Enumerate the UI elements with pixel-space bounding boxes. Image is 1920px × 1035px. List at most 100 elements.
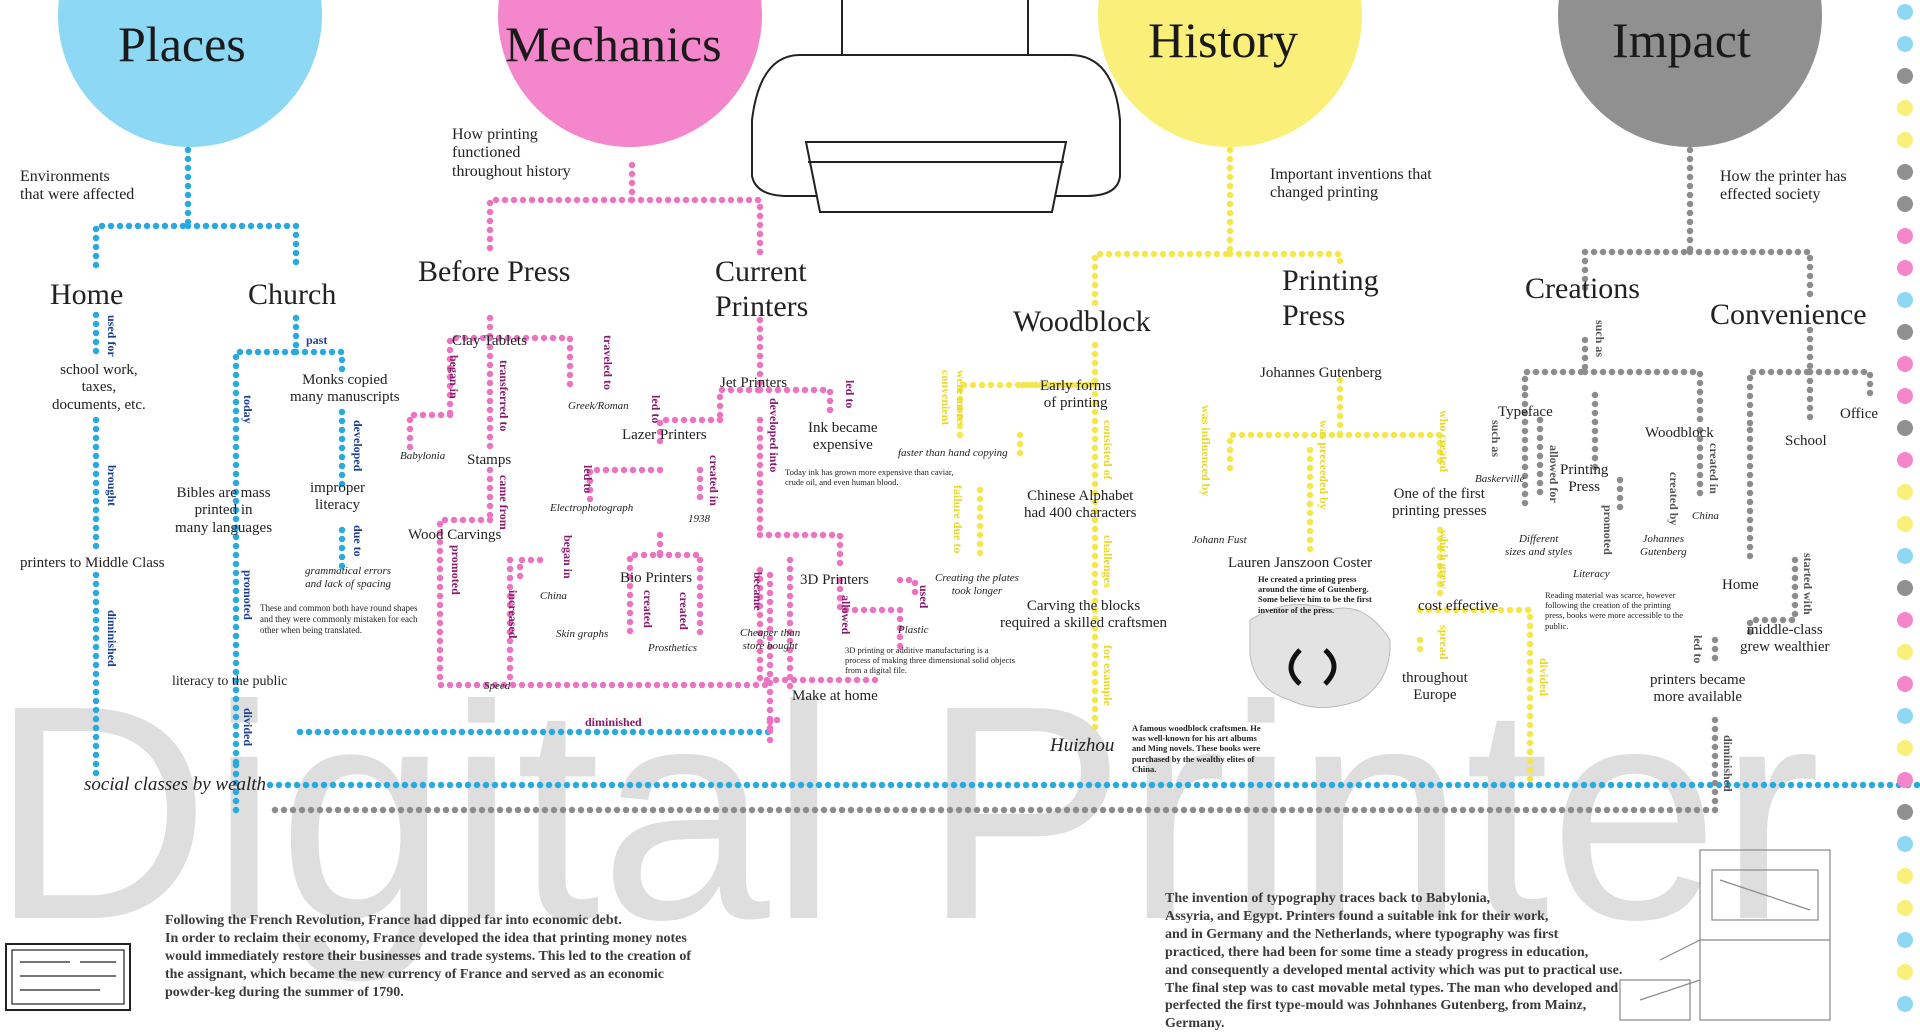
places-circle [58,0,322,147]
china-text-mech: China [540,590,567,602]
office-text: Office [1840,406,1879,422]
johannes-gutenberg-impact-text: Johannes Gutenberg [1640,533,1687,558]
clay-tablets-text: Clay Tablets [452,333,527,349]
traveled-to-label: traveled to [601,335,615,390]
3d-printers-text: 3D Printers [800,572,869,588]
year-1938-text: 1938 [688,513,710,525]
challenges-label: challenges [1101,535,1115,588]
money-note-illustration [5,943,131,1011]
middle-class-text: middle-class grew wealthier [1740,622,1830,656]
who-created-label: who created [1437,410,1451,473]
press-illustration [1619,849,1831,1021]
improper-literacy-text: improper literacy [310,480,365,514]
created-label-1: created [641,590,655,628]
created-in-label-impact: created in [1707,443,1721,494]
printers-available-text: printers became more available [1650,672,1746,706]
stamps-text: Stamps [467,452,512,468]
carving-blocks-text: Carving the blocks required a skilled cr… [1000,598,1168,632]
influenced-by-label: was influenced by [1199,405,1213,497]
consisted-of-label: consisted of [1101,420,1115,480]
monks-text: Monks copied many manuscripts [290,372,400,406]
came-from-label: came from [497,475,511,530]
bio-printers-text: Bio Printers [620,570,693,586]
watermark-text: Digital Printer [0,642,1821,985]
round-shapes-note: These and common both have round shapes … [260,603,418,635]
edge-dots [1897,4,1913,1012]
skin-graphs-text: Skin graphs [556,628,609,640]
3d-printing-note: 3D printing or additive manufacturing is… [845,645,1015,676]
creations-heading: Creations [1525,272,1640,305]
led-to-label-1: led to [843,380,857,409]
today-label: today [241,395,255,424]
promoted-label-places: promoted [241,570,255,620]
wood-carvings-text: Wood Carvings [408,527,502,543]
impact-subtitle: How the printer has effected society [1720,168,1847,204]
baskerville-text: Baskerville [1475,473,1525,485]
printing-press-impact-text: Printing Press [1560,462,1609,496]
allowed-for-label: allowed for [1547,445,1561,503]
developed-into-label: developed into [767,398,781,473]
places-subtitle: Environments that were affected [20,168,135,204]
places-title: Places [118,16,246,72]
led-to-label-impact: led to [1691,635,1705,664]
mechanics-subtitle: How printing functioned throughout histo… [452,126,571,180]
for-example-label: for example [1101,645,1115,706]
printer-illustration [751,0,1121,213]
became-label: became [751,572,765,611]
faster-text: faster than hand copying [898,447,1008,459]
china-impact-text: China [1692,510,1719,522]
electrophotograph-text: Electrophotograph [550,502,634,514]
reading-material-note: Reading material was scarce, however fol… [1545,590,1684,631]
first-presses-text: One of the first printing presses [1392,486,1487,520]
bibles-text: Bibles are mass printed in many language… [175,485,273,536]
huizhou-text: Huizhou [1050,735,1115,756]
current-printers-heading: Current Printers [715,255,809,323]
throughout-europe-text: throughout Europe [1402,670,1468,704]
plastic-text: Plastic [898,624,929,636]
make-at-home-text: Make at home [792,688,878,704]
began-in-label-2: began in [561,535,575,579]
divided-label-places: divided [241,708,255,747]
preceeded-by-label: was preceeded by [1317,420,1331,510]
jet-printers-text: Jet Printers [720,375,788,391]
such-as-label-2: such as [1489,420,1503,458]
history-subtitle: Important inventions that changed printi… [1270,166,1432,202]
diminished-label-mech: diminished [585,715,642,729]
brought-label: brought [105,465,119,507]
typography-history-paragraph: The invention of typography traces back … [1165,891,1623,1032]
creating-plates-text: Creating the plates took longer [935,572,1019,597]
laser-printers-text: Lazer Printers [622,427,707,443]
french-revolution-paragraph: Following the French Revolution, France … [165,913,692,1000]
such-as-label-1: such as [1593,320,1607,358]
ink-note: Today ink has grown more expensive than … [785,467,954,488]
history-connectors [956,146,1534,789]
developed-label: developed [351,420,365,472]
impact-connectors [266,146,1874,814]
used-label: used [917,585,931,609]
johann-fust-text: Johann Fust [1192,534,1247,546]
mechanics-title: Mechanics [505,16,722,72]
which-grew-label: which grew [1437,530,1451,589]
led-to-label-2: led to [649,395,663,424]
more-convenient-label: were more convenient [939,370,968,426]
cost-effective-text: cost effective [1418,598,1499,614]
printers-middle-class-text: printers to Middle Class [20,555,165,571]
spread-label: spread [1437,625,1451,660]
created-label-2: created [677,592,691,630]
school-text: School [1785,433,1827,449]
europe-map-illustration [1249,603,1391,708]
coster-text: Lauren Janszoon Coster [1228,555,1373,571]
diminished-label-impact: diminished [1721,735,1735,792]
literacy-public-text: literacy to the public [172,674,288,689]
babylonia-text: Babylonia [400,450,446,462]
started-with-label: started with [1801,553,1815,615]
literacy-impact-text: Literacy [1573,568,1610,580]
led-to-label-3: led to [581,465,595,494]
printing-press-heading: Printing Press [1282,264,1379,332]
typeface-text: Typeface [1498,404,1553,420]
woodblock-impact-text: Woodblock [1645,425,1714,441]
history-circle [1098,0,1362,147]
grammatical-errors-text: grammatical errors and lack of spacing [305,565,392,590]
home-heading: Home [50,278,124,311]
